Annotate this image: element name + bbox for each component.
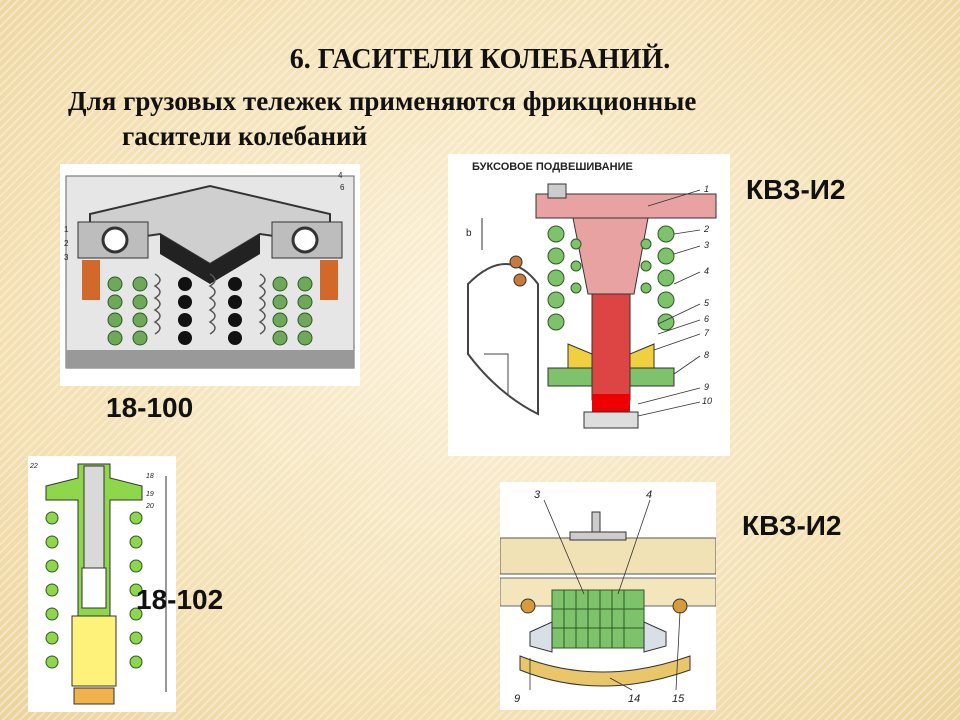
fig2-num-5: 5 [704, 298, 710, 308]
fig4-num-15: 15 [672, 693, 685, 705]
damper-diagram-18-102: 22 18 19 20 [29, 463, 167, 705]
fig2-num-1: 1 [704, 184, 709, 194]
fig3-num-18: 18 [146, 473, 154, 480]
figure-kvz-i2-damper: 3 4 9 14 15 [499, 482, 717, 710]
fig2-num-9: 9 [704, 382, 709, 392]
caption-kvz-i2-top: КВЗ-И2 [746, 174, 846, 205]
fig2-num-7: 7 [704, 328, 710, 338]
fig2-num-6: 6 [704, 314, 709, 324]
fig2-num-3: 3 [704, 240, 709, 250]
fig2-num-10: 10 [702, 396, 712, 406]
fig2-num-8: 8 [704, 350, 709, 360]
fig4-num-14: 14 [628, 693, 640, 705]
figure-axlebox-suspension: БУКСОВОЕ ПОДВЕШИВАНИЕ b [448, 154, 730, 456]
fig1-num-2: 2 [64, 239, 69, 248]
axlebox-suspension-diagram: БУКСОВОЕ ПОДВЕШИВАНИЕ b [466, 161, 717, 429]
kvz-i2-damper-diagram: 3 4 9 14 15 [499, 489, 717, 705]
fig2-num-2: 2 [703, 224, 709, 234]
caption-18-102: 18-102 [136, 584, 224, 615]
subtitle-line-2: гасители колебаний [122, 121, 368, 151]
figure-18-100: 4 6 1 2 3 [60, 164, 360, 386]
fig1-num-4: 4 [338, 171, 343, 180]
fig3-num-22: 22 [29, 463, 38, 470]
damper-diagram-18-100: 4 6 1 2 3 [64, 171, 355, 369]
fig2-header: БУКСОВОЕ ПОДВЕШИВАНИЕ [472, 161, 633, 173]
caption-kvz-i2-bottom: КВЗ-И2 [742, 510, 842, 541]
fig1-num-3: 3 [64, 253, 69, 262]
slide-title: 6. ГАСИТЕЛИ КОЛЕБАНИЙ. [289, 44, 671, 75]
slide-subtitle: Для грузовых тележек применяются фрикцио… [68, 84, 868, 154]
fig4-num-4: 4 [646, 489, 652, 501]
fig1-num-1: 1 [64, 225, 69, 234]
fig4-num-3: 3 [534, 489, 541, 501]
fig2-dim-b: b [466, 228, 472, 239]
fig4-num-9: 9 [514, 693, 520, 705]
fig3-num-19: 19 [146, 491, 154, 498]
fig3-num-20: 20 [145, 503, 154, 510]
fig2-num-4: 4 [704, 266, 709, 276]
fig1-num-6: 6 [340, 183, 345, 192]
figure-18-102: 22 18 19 20 [28, 456, 176, 712]
caption-18-100: 18-100 [106, 392, 194, 423]
subtitle-line-1: Для грузовых тележек применяются фрикцио… [68, 86, 697, 116]
